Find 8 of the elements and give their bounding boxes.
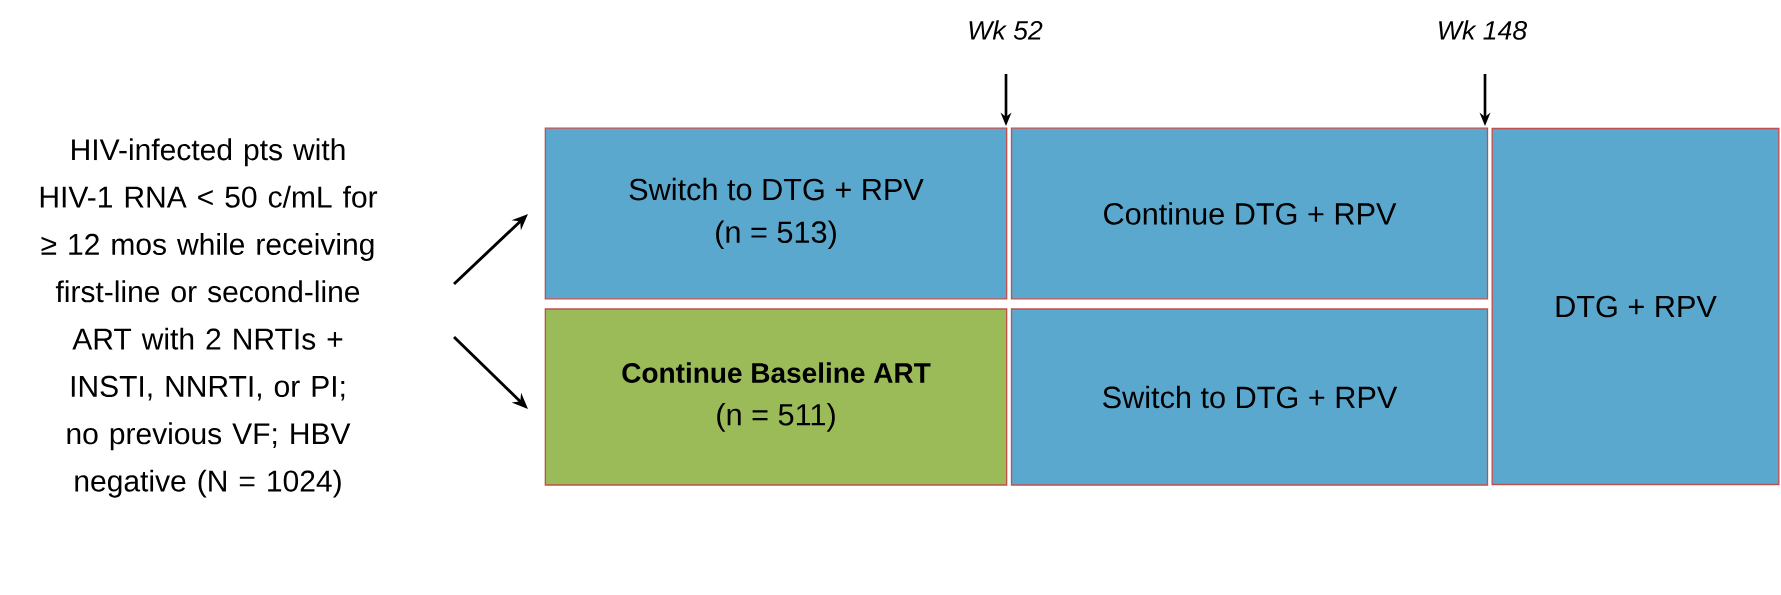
arm-box: Continue Baseline ART (n = 511) [544,308,1008,486]
week-label: Wk 148 [1439,20,1528,40]
arm-box: Switch to DTG + RPV [1010,308,1489,486]
week-label: Wk 52 [969,20,1043,40]
arm-box: Continue DTG + RPV [1010,127,1489,300]
eligibility-text: HIV-infected pts with HIV-1 RNA < 50 c/mL for ≥ 12 mos while receiving first-line or second-line ART with 2 NRTIs + INSTI, NNRTI, or PI; no previous VF; HBV negative (N = 1024) [40,138,378,498]
arm-box: Switch to DTG + RPV (n = 513) [544,127,1008,300]
arm-box: DTG + RPV [1491,127,1780,486]
